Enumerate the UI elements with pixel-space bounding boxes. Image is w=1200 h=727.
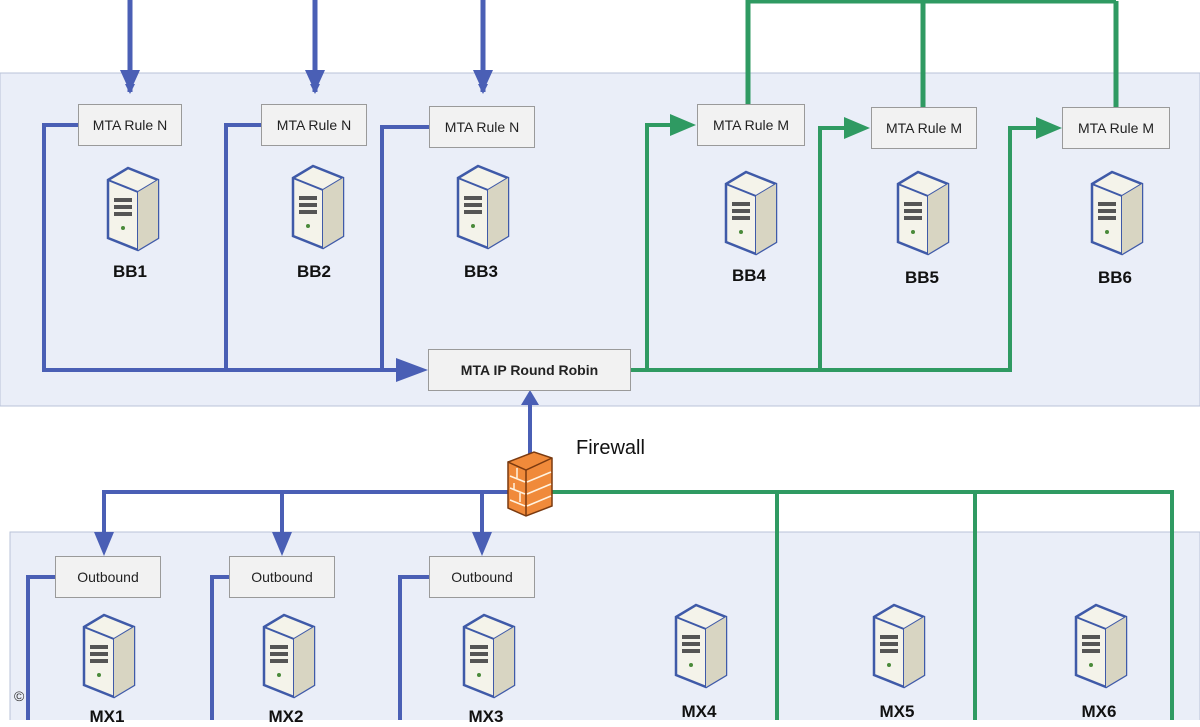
round-robin-box: MTA IP Round Robin	[428, 349, 631, 391]
outbound-box-mx1: Outbound	[55, 556, 161, 598]
firewall-uplink	[521, 390, 539, 455]
blue-return-lines-bottom	[26, 575, 430, 720]
server-icon-mx1	[82, 613, 136, 699]
rule-box-bb6: MTA Rule M	[1062, 107, 1170, 149]
green-top-connectors	[745, 0, 1119, 108]
rule-box-bb4: MTA Rule M	[697, 104, 805, 146]
bottom-panel	[9, 531, 1200, 720]
firewall-icon	[507, 451, 553, 517]
blue-return-lines-top	[42, 123, 430, 372]
server-icon-bb6	[1090, 170, 1144, 256]
server-icon-bb5	[896, 170, 950, 256]
server-label-bb2: BB2	[296, 262, 331, 281]
server-icon-bb3	[456, 164, 510, 250]
server-label-bb6: BB6	[1097, 268, 1132, 287]
green-round-robin-lines	[630, 123, 1040, 372]
rule-box-bb3: MTA Rule N	[429, 106, 535, 148]
green-bottom-distribution	[548, 490, 1174, 720]
server-icon-mx2	[262, 613, 316, 699]
server-label-mx1: MX1	[89, 707, 125, 726]
server-icon-mx3	[462, 613, 516, 699]
firewall-label: Firewall	[576, 437, 645, 459]
server-icon-mx6	[1074, 603, 1128, 689]
server-icon-bb1	[106, 166, 160, 252]
server-label-bb5: BB5	[904, 268, 939, 287]
server-icon-bb4	[724, 170, 778, 256]
server-icon-mx4	[674, 603, 728, 689]
server-label-mx3: MX3	[468, 707, 504, 726]
server-label-mx4: MX4	[681, 702, 717, 721]
server-icon-mx5	[872, 603, 926, 689]
server-label-bb1: BB1	[112, 262, 147, 281]
server-icon-bb2	[291, 164, 345, 250]
server-label-mx6: MX6	[1081, 702, 1117, 721]
copyright-mark: ©	[14, 688, 25, 704]
server-label-mx2: MX2	[268, 707, 304, 726]
outbound-box-mx2: Outbound	[229, 556, 335, 598]
server-label-bb3: BB3	[463, 262, 498, 281]
rule-box-bb1: MTA Rule N	[78, 104, 182, 146]
server-label-bb4: BB4	[731, 266, 766, 285]
rule-box-bb2: MTA Rule N	[261, 104, 367, 146]
server-label-mx5: MX5	[879, 702, 915, 721]
rule-box-bb5: MTA Rule M	[871, 107, 977, 149]
outbound-box-mx3: Outbound	[429, 556, 535, 598]
